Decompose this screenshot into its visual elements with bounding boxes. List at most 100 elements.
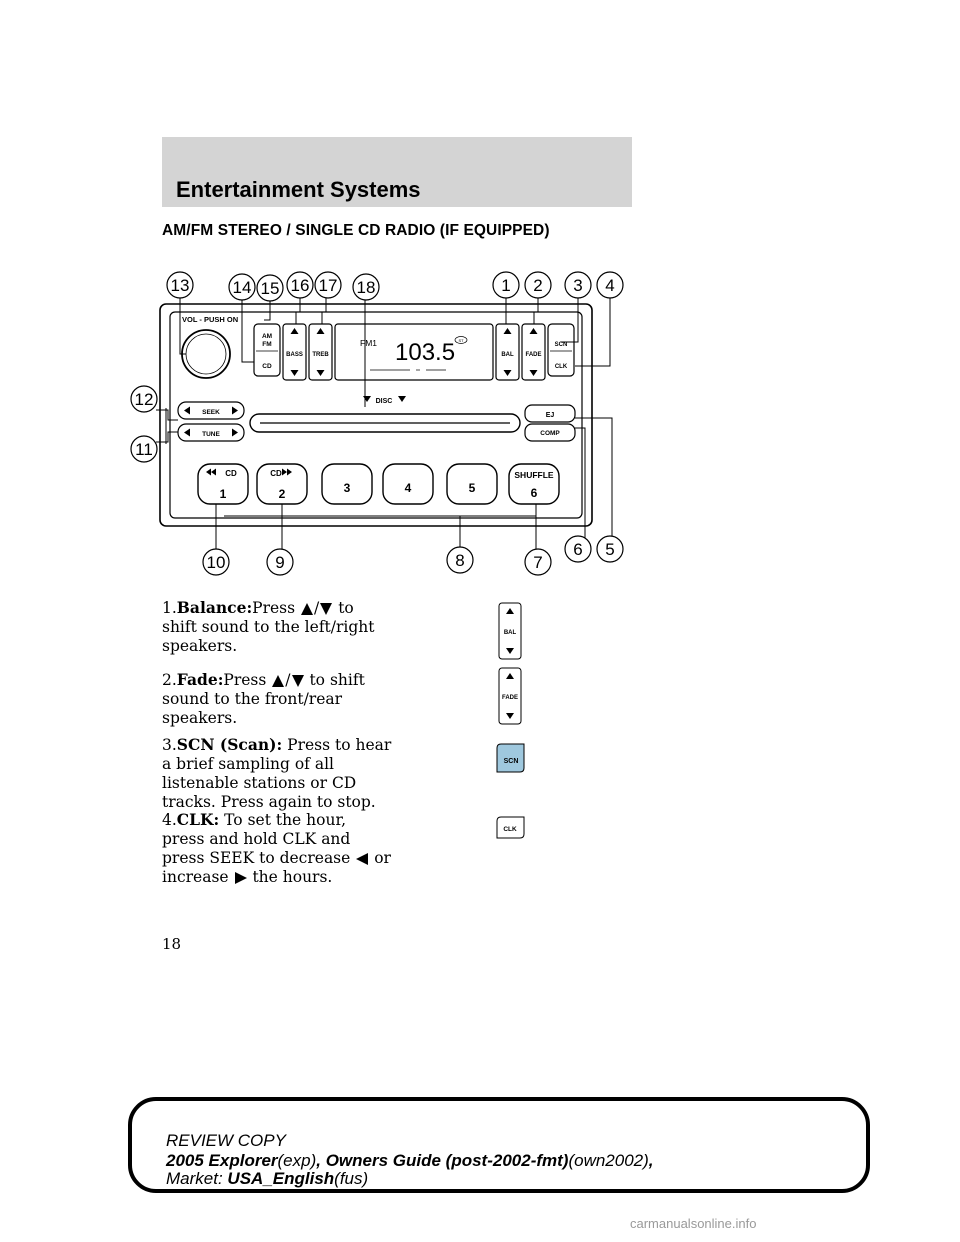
- ej-label: EJ: [546, 412, 555, 419]
- down-arrow-icon: [320, 603, 333, 615]
- item-4-name: CLK:: [176, 810, 220, 829]
- display-stereo: ST: [458, 338, 464, 343]
- callout-18: 18: [357, 278, 376, 297]
- item-3-number: 3.: [162, 736, 177, 754]
- svg-text:BAL: BAL: [504, 630, 517, 636]
- clk-label: CLK: [555, 364, 568, 370]
- review-line-2: 2005 Explorer(exp), Owners Guide (post-2…: [166, 1151, 654, 1170]
- callout-15: 15: [261, 279, 280, 298]
- callout-17: 17: [319, 276, 338, 295]
- display-frequency: 103.5: [395, 339, 455, 366]
- rewind-icon: [206, 468, 216, 476]
- item-3-description: Press to hear a brief sampling of all li…: [162, 736, 392, 811]
- radio-section-title: AM/FM STEREO / SINGLE CD RADIO (IF EQUIP…: [162, 222, 550, 239]
- seek-label: SEEK: [202, 409, 220, 416]
- seek-left-icon: [184, 406, 190, 415]
- vol-label: VOL - PUSH ON: [182, 315, 238, 324]
- scn-clk-button: [547, 323, 575, 377]
- am-label: AM: [262, 333, 272, 340]
- item-2-name: Fade:: [176, 670, 224, 689]
- svg-text:SCN: SCN: [504, 758, 519, 765]
- fade-button-icon: FADE: [498, 667, 522, 725]
- item-scan: 3.SCN (Scan): Press to hear a brief samp…: [162, 735, 392, 812]
- callout-4: 4: [605, 276, 614, 295]
- page-number: 18: [162, 935, 182, 953]
- treb-button: [308, 323, 333, 381]
- bass-down-icon: [290, 370, 299, 376]
- preset-button-6: [508, 463, 560, 505]
- up-arrow-icon: [301, 603, 314, 615]
- comp-label: COMP: [540, 430, 560, 437]
- preset-1-top: CD: [225, 469, 237, 478]
- callout-16: 16: [291, 276, 310, 295]
- scn-button-icon: SCN: [496, 743, 525, 773]
- preset-2-number: 2: [279, 487, 286, 501]
- bal-down-icon: [503, 370, 512, 376]
- scn-label: SCN: [555, 342, 568, 348]
- item-4-description: To set the hour, press and hold CLK and …: [162, 811, 351, 867]
- comp-button: [524, 423, 576, 442]
- section-header-title: Entertainment Systems: [176, 177, 421, 202]
- radio-display: [334, 323, 494, 381]
- bal-label: BAL: [501, 352, 514, 358]
- callout-11: 11: [135, 440, 153, 459]
- bass-button: [282, 323, 307, 381]
- review-line-3: Market: USA_English(fus): [166, 1169, 369, 1188]
- preset-5-number: 5: [469, 481, 476, 495]
- display-band: FM1: [360, 338, 377, 348]
- item-1-description: to shift sound to the left/right speaker…: [162, 599, 375, 655]
- fast-forward-icon: [282, 468, 292, 476]
- callout-14: 14: [233, 278, 252, 297]
- clk-button-icon: CLK: [496, 816, 525, 839]
- watermark: carmanualsonline.info: [630, 1216, 757, 1231]
- review-copy-label: REVIEW COPY: [166, 1131, 286, 1150]
- preset-6-number: 6: [531, 486, 538, 500]
- item-fade: 2.Fade:Press / to shift sound to the fro…: [162, 670, 365, 727]
- callout-7: 7: [533, 553, 542, 572]
- callout-10: 10: [207, 553, 226, 572]
- item-2-number: 2.: [162, 671, 177, 689]
- item-1-name: Balance:: [176, 598, 253, 617]
- fade-down-icon: [529, 370, 538, 376]
- item-balance: 1.Balance:Press / to shift sound to the …: [162, 598, 375, 655]
- svg-text:FADE: FADE: [502, 695, 518, 701]
- up-arrow-icon: [272, 675, 285, 687]
- review-copy-box: REVIEW COPY 2005 Explorer(exp), Owners G…: [128, 1097, 870, 1193]
- callout-12: 12: [135, 390, 154, 409]
- callout-2: 2: [533, 276, 542, 295]
- item-clock: 4.CLK: To set the hour, press and hold C…: [162, 810, 391, 886]
- right-arrow-icon: [234, 872, 247, 884]
- section-header-band: Entertainment Systems: [162, 137, 632, 207]
- preset-3-number: 3: [344, 481, 351, 495]
- callout-5: 5: [605, 540, 614, 559]
- tune-label: TUNE: [202, 431, 220, 438]
- am-fm-cd-button: [253, 323, 281, 377]
- callout-8: 8: [455, 551, 464, 570]
- seek-button: [177, 401, 245, 420]
- preset-4-number: 4: [405, 481, 412, 495]
- disc-label: DISC: [376, 398, 393, 405]
- preset-6-top: SHUFFLE: [514, 470, 554, 480]
- bal-button: [495, 323, 520, 381]
- callout-9: 9: [275, 553, 284, 572]
- preset-1-number: 1: [220, 487, 227, 501]
- disc-right-arrow-icon: [398, 396, 406, 402]
- preset-button-3: [321, 463, 373, 505]
- bass-label: BASS: [286, 352, 303, 358]
- tune-right-icon: [232, 428, 238, 437]
- item-2-description: to shift sound to the front/rear speaker…: [162, 671, 365, 727]
- cd-mode-label: CD: [262, 363, 272, 370]
- bal-up-icon: [503, 328, 512, 334]
- item-2-press: Press: [223, 671, 267, 689]
- bal-button-icon: BAL: [498, 602, 522, 660]
- svg-text:CLK: CLK: [503, 826, 517, 833]
- callout-leader-lines: [156, 294, 613, 552]
- item-3-name: SCN (Scan):: [176, 735, 283, 754]
- treb-label: TREB: [312, 352, 329, 358]
- left-arrow-icon: [356, 853, 369, 865]
- fade-label: FADE: [525, 352, 541, 358]
- eject-button: [524, 404, 576, 423]
- item-4-number: 4.: [162, 811, 177, 829]
- item-1-press: Press: [252, 599, 296, 617]
- fm-label: FM: [262, 341, 271, 348]
